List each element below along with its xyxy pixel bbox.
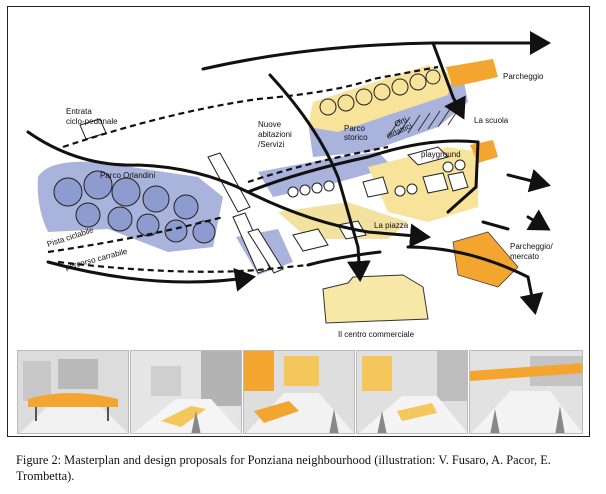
proposal-image-3 xyxy=(243,350,355,434)
masterplan-illustration: Parcheggio Entrata ciclo-pedonale Nuove … xyxy=(26,31,553,339)
piazza-yellow-area xyxy=(278,202,408,239)
street-sketch-icon xyxy=(18,351,128,433)
proposal-image-4 xyxy=(356,350,468,434)
label-parcheggio-mercato-1: Parcheggio/ xyxy=(510,242,553,251)
figure-caption: Figure 2: Masterplan and design proposal… xyxy=(16,453,551,483)
proposal-image-5 xyxy=(469,350,583,434)
dashed-paths xyxy=(47,65,439,273)
label-parcheggio-mercato-2: mercato xyxy=(510,252,539,261)
label-abitazioni: abitazioni xyxy=(258,130,292,139)
proposal-image-2 xyxy=(130,350,242,434)
centro-commerciale-building xyxy=(322,274,429,324)
design-proposals-strip xyxy=(17,350,583,434)
central-blue-area xyxy=(258,152,393,197)
movement-arrows xyxy=(26,31,551,315)
trees-parco-storico xyxy=(319,69,441,116)
figure-frame: Parcheggio Entrata ciclo-pedonale Nuove … xyxy=(7,6,590,437)
label-parco-storico-2: storico xyxy=(344,133,368,142)
proposal-image-1 xyxy=(17,350,129,434)
label-servizi: /Servizi xyxy=(258,140,284,149)
street-sketch-icon xyxy=(131,351,241,433)
trees-parco-orlandini xyxy=(53,170,216,244)
label-ciclopedonale: ciclo-pedonale xyxy=(66,117,118,126)
label-entrata: Entrata xyxy=(66,107,92,116)
trees-central xyxy=(287,159,466,198)
street-sketch-icon xyxy=(244,351,354,433)
label-parco-storico-1: Parco xyxy=(344,124,365,133)
street-sketch-icon xyxy=(470,351,582,433)
label-nuove: Nuove xyxy=(258,120,282,129)
label-playground: playground xyxy=(421,150,461,159)
label-parcheggio: Parcheggio xyxy=(503,72,544,81)
label-parco-orlandini: Parco Orlandini xyxy=(100,171,155,180)
label-centro-commerciale: Il centro commerciale xyxy=(338,330,415,339)
label-la-scuola: La scuola xyxy=(474,116,509,125)
street-sketch-icon xyxy=(357,351,467,433)
label-la-piazza: La piazza xyxy=(374,221,409,230)
parcheggio-orange-area xyxy=(446,59,498,87)
